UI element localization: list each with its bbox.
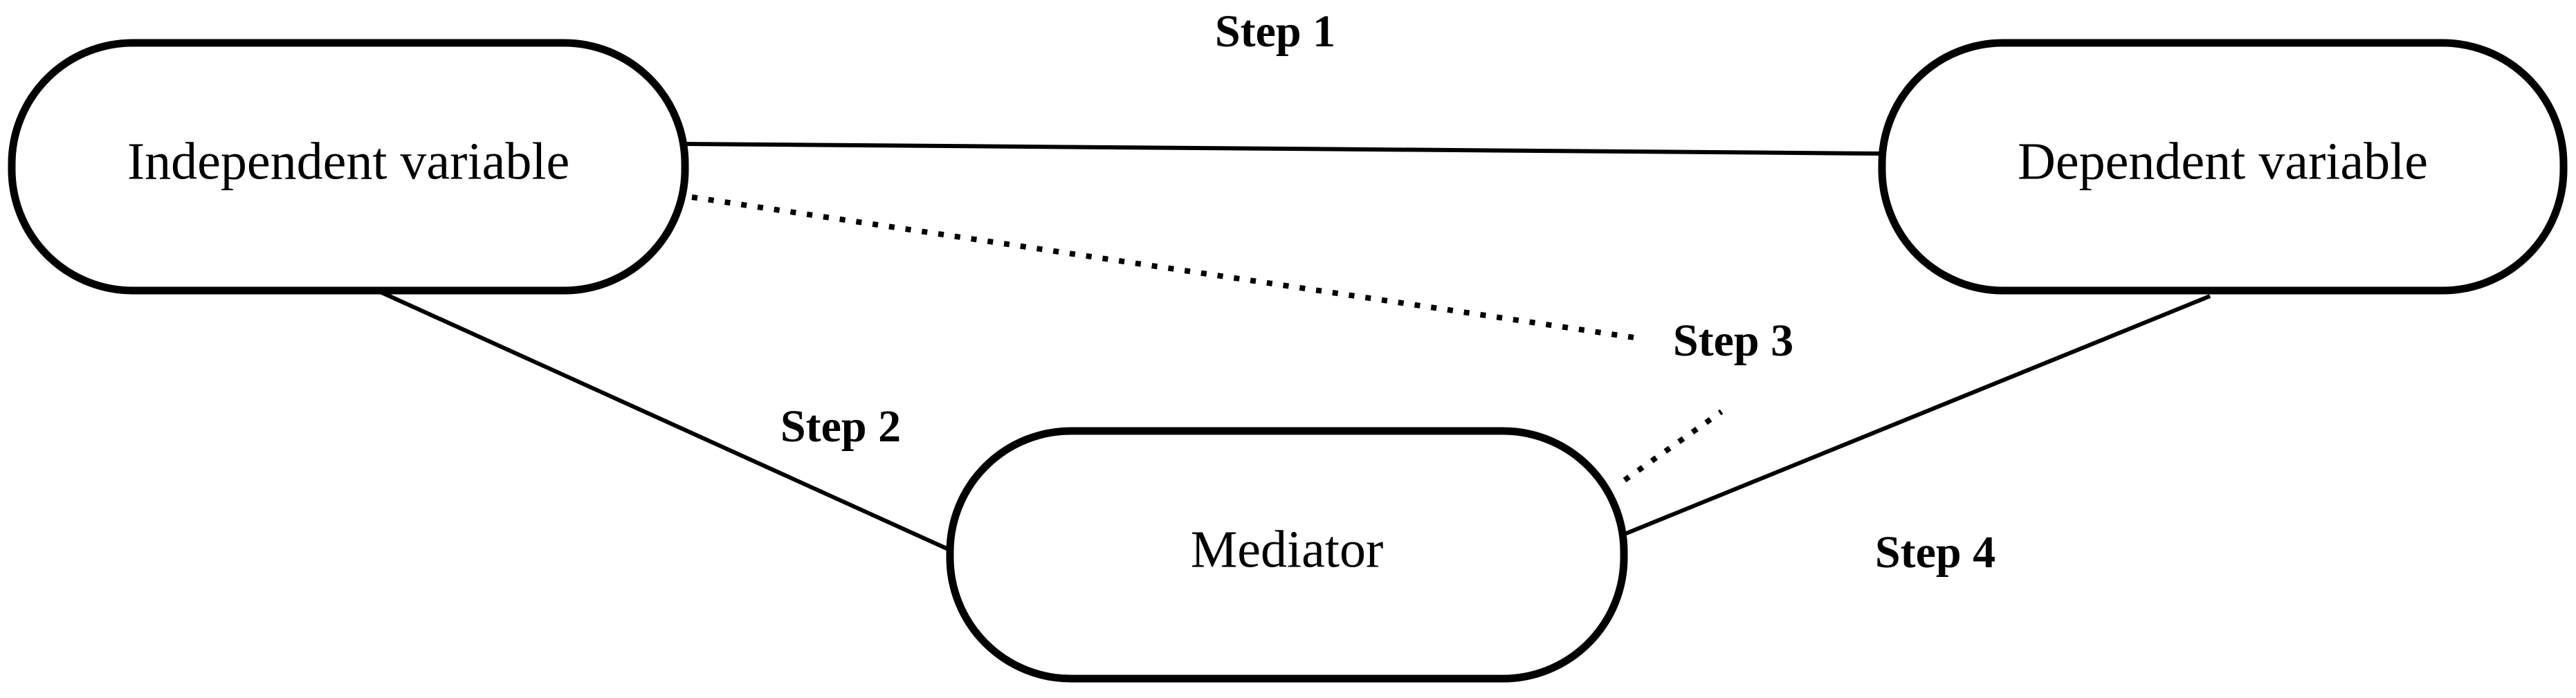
node-independent-variable-shape [8,39,689,295]
node-independent-variable-label: Independent variable [127,132,569,190]
edge-label-step-3: Step 3 [1673,315,1793,366]
edge-step-3-line-upper [691,194,1635,340]
node-mediator-label: Mediator [1191,520,1384,578]
node-dependent-variable[interactable]: Dependent variable [1878,39,2568,295]
edge-step-2-line [353,278,953,553]
edge-label-step-2: Step 2 [780,401,901,452]
edge-step-1-line [684,142,1883,156]
edge-label-step-1: Step 1 [1215,6,1335,57]
edge-label-step-4: Step 4 [1875,527,1995,578]
edge-step-3-line-lower [1623,409,1724,483]
node-mediator-shape [946,427,1628,683]
node-dependent-variable-label: Dependent variable [2018,132,2428,190]
edge-step-4-line [1623,294,2211,536]
node-dependent-variable-shape [1878,39,2568,295]
node-independent-variable[interactable]: Independent variable [8,39,689,295]
node-mediator[interactable]: Mediator [946,427,1628,683]
